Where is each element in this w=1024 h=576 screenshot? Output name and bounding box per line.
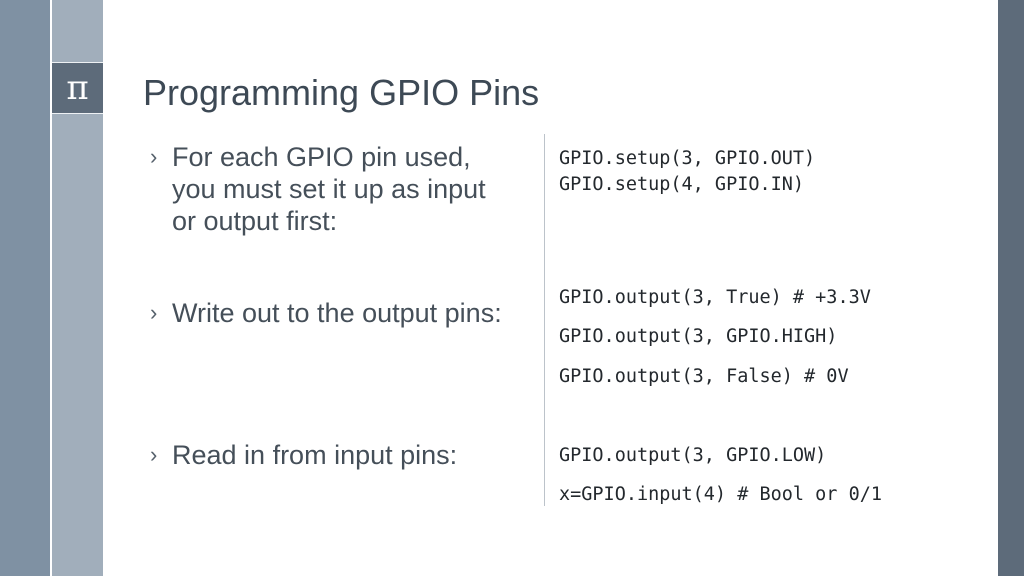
code-line: x=GPIO.input(4) # Bool or 0/1 bbox=[559, 484, 883, 505]
bullet-read: › Read in from input pins: bbox=[150, 439, 530, 471]
bullet-marker: › bbox=[150, 442, 158, 467]
column-divider bbox=[544, 134, 545, 506]
bullet-setup: › For each GPIO pin used, you must set i… bbox=[150, 141, 530, 237]
bullet-marker: › bbox=[150, 300, 158, 325]
code-line: GPIO.output(3, True) # +3.3V bbox=[559, 287, 871, 308]
code-line: GPIO.setup(4, GPIO.IN) bbox=[559, 174, 805, 195]
code-line: GPIO.output(3, GPIO.HIGH) bbox=[559, 326, 838, 347]
bullet-write: › Write out to the output pins: bbox=[150, 297, 542, 329]
left-accent-bar bbox=[0, 0, 50, 576]
bullet-text: Read in from input pins: bbox=[172, 440, 458, 470]
bullet-text: Write out to the output pins: bbox=[172, 298, 502, 328]
code-line: GPIO.output(3, False) # 0V bbox=[559, 366, 849, 387]
code-line: GPIO.output(3, GPIO.LOW) bbox=[559, 445, 827, 466]
slide-title: Programming GPIO Pins bbox=[143, 72, 540, 113]
pi-logo-icon: π bbox=[52, 62, 103, 114]
code-line: GPIO.setup(3, GPIO.OUT) bbox=[559, 148, 816, 169]
right-accent-bar bbox=[998, 0, 1024, 576]
bullet-text: For each GPIO pin used, you must set it … bbox=[172, 142, 486, 236]
bullet-marker: › bbox=[150, 144, 158, 169]
